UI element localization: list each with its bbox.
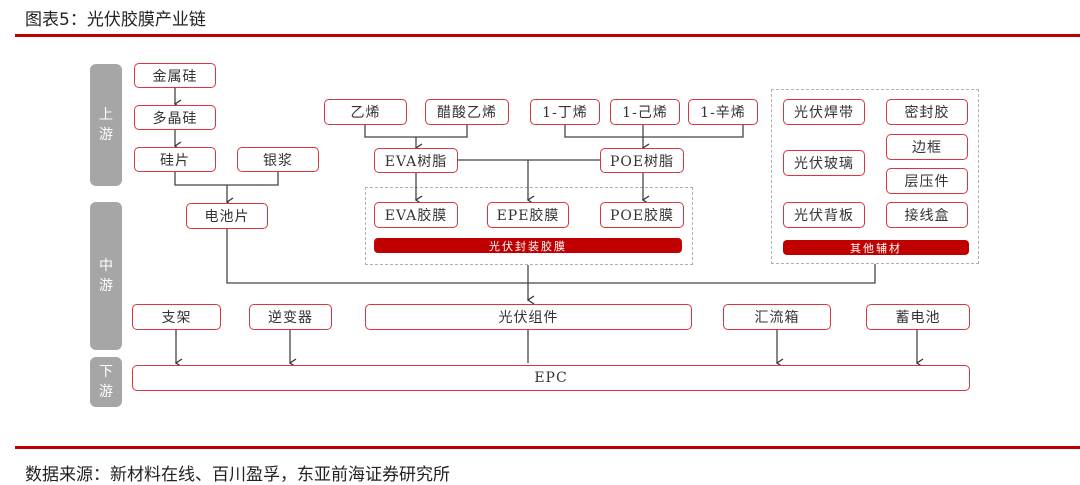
node-inverter: 逆变器 bbox=[249, 304, 332, 330]
stage-downstream-char: 下 bbox=[99, 364, 113, 380]
stage-downstream-char: 游 bbox=[99, 384, 113, 400]
node-epc: EPC bbox=[132, 365, 970, 391]
node-ribbon: 光伏焊带 bbox=[783, 99, 865, 125]
node-junction-box: 接线盒 bbox=[886, 202, 968, 228]
stage-midstream-char: 游 bbox=[99, 278, 113, 294]
encap-film-group bbox=[365, 187, 693, 265]
node-wafer: 硅片 bbox=[134, 147, 216, 172]
node-ethylene: 乙烯 bbox=[324, 99, 407, 125]
node-vinyl-acetate: 醋酸乙烯 bbox=[425, 99, 509, 125]
node-sealant: 密封胶 bbox=[886, 99, 968, 125]
node-laminate: 层压件 bbox=[886, 168, 968, 194]
node-bracket: 支架 bbox=[132, 304, 221, 330]
figure-title: 图表5：光伏胶膜产业链 bbox=[25, 10, 206, 30]
node-hexene: 1-己烯 bbox=[610, 99, 680, 125]
stage-midstream: 中 游 bbox=[90, 202, 122, 350]
node-module: 光伏组件 bbox=[365, 304, 692, 330]
source-note: 数据来源：新材料在线、百川盈孚，东亚前海证券研究所 bbox=[25, 465, 450, 485]
node-epe-film: EPE胶膜 bbox=[487, 202, 569, 228]
node-eva-film: EVA胶膜 bbox=[374, 202, 458, 228]
node-backsheet: 光伏背板 bbox=[783, 202, 865, 228]
node-frame: 边框 bbox=[886, 134, 968, 160]
stage-upstream-char: 游 bbox=[99, 127, 113, 143]
node-metal-silicon: 金属硅 bbox=[134, 63, 216, 88]
line-ethylene-va bbox=[364, 125, 468, 138]
stage-upstream-char: 上 bbox=[99, 107, 113, 123]
line-wafer-silver bbox=[174, 172, 279, 186]
aux-material-group bbox=[771, 89, 979, 264]
node-octene: 1-辛烯 bbox=[688, 99, 758, 125]
node-butene: 1-丁烯 bbox=[530, 99, 600, 125]
top-rule bbox=[15, 34, 1080, 37]
encap-film-label: 光伏封装胶膜 bbox=[374, 238, 682, 253]
line-olefins bbox=[564, 125, 744, 138]
node-eva-resin: EVA树脂 bbox=[374, 148, 458, 173]
node-combiner: 汇流箱 bbox=[723, 304, 831, 330]
node-silver-paste: 银浆 bbox=[237, 147, 319, 172]
stage-upstream: 上 游 bbox=[90, 64, 122, 186]
node-polysilicon: 多晶硅 bbox=[134, 105, 216, 130]
line-to-module-bus bbox=[226, 229, 876, 284]
node-glass: 光伏玻璃 bbox=[783, 150, 865, 176]
stage-midstream-char: 中 bbox=[99, 258, 113, 274]
bottom-rule bbox=[15, 446, 1080, 449]
node-battery: 蓄电池 bbox=[866, 304, 970, 330]
node-poe-film: POE胶膜 bbox=[600, 202, 684, 228]
node-cell: 电池片 bbox=[186, 203, 268, 229]
stage-downstream: 下 游 bbox=[90, 357, 122, 407]
node-poe-resin: POE树脂 bbox=[600, 148, 684, 173]
aux-material-label: 其他辅材 bbox=[783, 240, 969, 255]
